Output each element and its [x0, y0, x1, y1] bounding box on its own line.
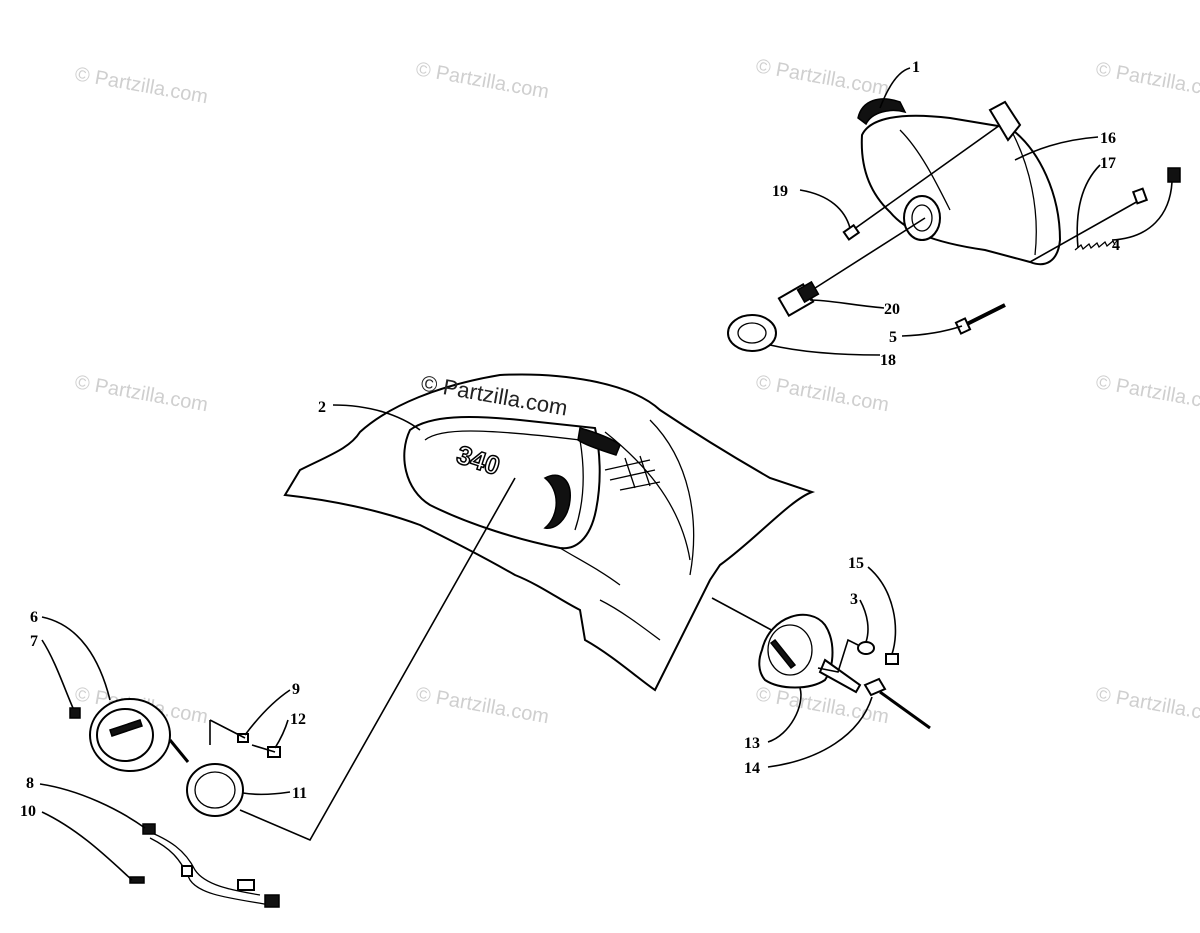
watermark-11: © Partzilla.com: [1094, 683, 1200, 728]
bezel-11: [186, 763, 244, 817]
watermark-3: © Partzilla.com: [754, 55, 891, 100]
callout-14: 14: [744, 760, 760, 777]
spring-17: [1074, 239, 1116, 251]
speedometer-assembly: [69, 477, 516, 908]
retaining-ring-18: [727, 314, 777, 352]
watermark-6: © Partzilla.com: [754, 371, 891, 416]
callout-8: 8: [26, 775, 34, 792]
callout-12: 12: [290, 711, 306, 728]
watermark-4: © Partzilla.com: [1094, 58, 1200, 103]
nut-9: [237, 733, 249, 743]
watermark-7: © Partzilla.com: [1094, 371, 1200, 416]
bulb-socket: [903, 195, 941, 241]
callout-17: 17: [1100, 155, 1116, 172]
callout-3: 3: [850, 591, 858, 608]
mount-tab: [988, 100, 1022, 142]
speedometer-6: [89, 698, 190, 772]
dash-window: [403, 416, 601, 550]
screw-19: [842, 223, 861, 241]
connector-8: [142, 823, 156, 835]
callout-15: 15: [848, 555, 864, 572]
screw-7: [69, 707, 81, 719]
callout-20: 20: [884, 301, 900, 318]
connector-end: [264, 894, 280, 908]
washer-3: [857, 641, 875, 655]
sensor-14: [863, 677, 931, 730]
callout-4: 4: [1112, 237, 1120, 254]
leader-lines: [39, 67, 1173, 881]
headlight-housing: [860, 114, 1062, 266]
bulb-20: [777, 280, 820, 318]
watermark-5: © Partzilla.com: [73, 371, 210, 416]
nut-15: [885, 653, 899, 665]
headlight-assembly: [727, 98, 1181, 352]
screw-5: [954, 303, 1006, 335]
callout-5: 5: [889, 329, 897, 346]
adjust-knob: [1167, 167, 1181, 183]
watermark-2: © Partzilla.com: [414, 58, 551, 103]
callout-9: 9: [292, 681, 300, 698]
connector-10: [129, 876, 145, 884]
tail-pod-assembly: [711, 597, 931, 730]
harness-8: [129, 823, 280, 908]
housing-13: [758, 613, 862, 694]
callout-6: 6: [30, 609, 38, 626]
callout-1: 1: [912, 59, 920, 76]
callout-16: 16: [1100, 130, 1116, 147]
callout-13: 13: [744, 735, 760, 752]
callout-2: 2: [318, 399, 326, 416]
callout-11: 11: [292, 785, 307, 802]
watermark-1: © Partzilla.com: [73, 63, 210, 108]
hood: 340: [283, 373, 816, 692]
callout-18: 18: [880, 352, 896, 369]
watermark-9: © Partzilla.com: [414, 683, 551, 728]
callout-7: 7: [30, 633, 38, 650]
bracket-1: [857, 98, 907, 126]
callout-19: 19: [772, 183, 788, 200]
callout-labels: 1 2 3 4 5 6 7 8 9 10 11 12 13 14 15 16 1…: [20, 59, 1120, 820]
callout-10: 10: [20, 803, 36, 820]
